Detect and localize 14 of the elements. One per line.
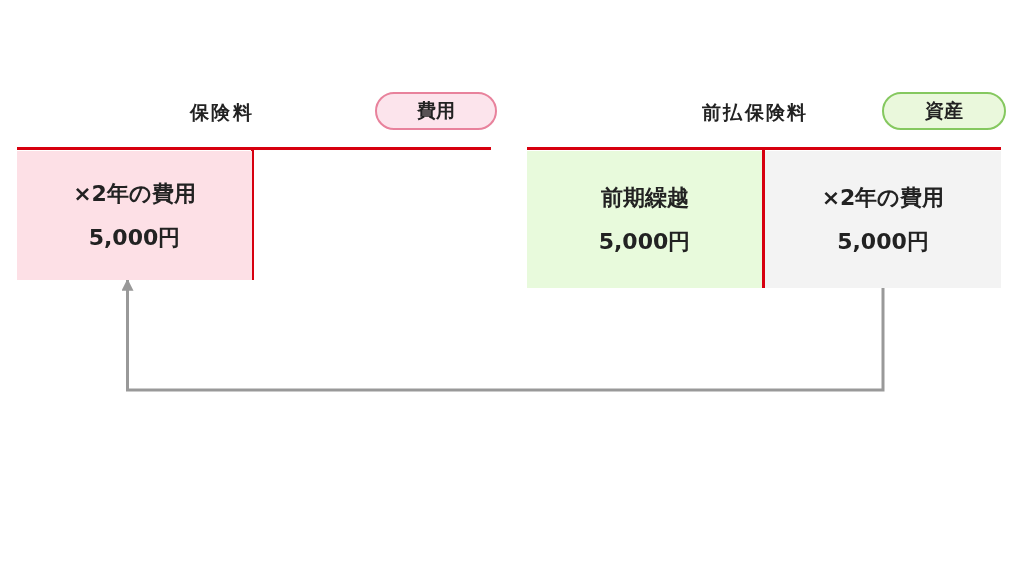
debit-entry-cell bbox=[527, 151, 762, 288]
arrow bbox=[121, 278, 885, 392]
account-title: 前払保険料 bbox=[702, 100, 809, 125]
category-badge: 資産 bbox=[882, 92, 1006, 130]
credit-entry-cell bbox=[765, 151, 1001, 288]
entry-text: ×2年の費用 bbox=[73, 179, 196, 208]
category-badge: 費用 bbox=[375, 92, 497, 130]
entry-text: 前期繰越 bbox=[600, 183, 689, 212]
amount-text: 5,000円 bbox=[88, 223, 181, 252]
account-title: 保険料 bbox=[190, 100, 254, 125]
debit-entry-cell bbox=[17, 151, 252, 280]
amount-text: 5,000円 bbox=[598, 227, 691, 256]
entry-text: ×2年の費用 bbox=[821, 183, 945, 212]
amount-text: 5,000円 bbox=[837, 227, 929, 256]
